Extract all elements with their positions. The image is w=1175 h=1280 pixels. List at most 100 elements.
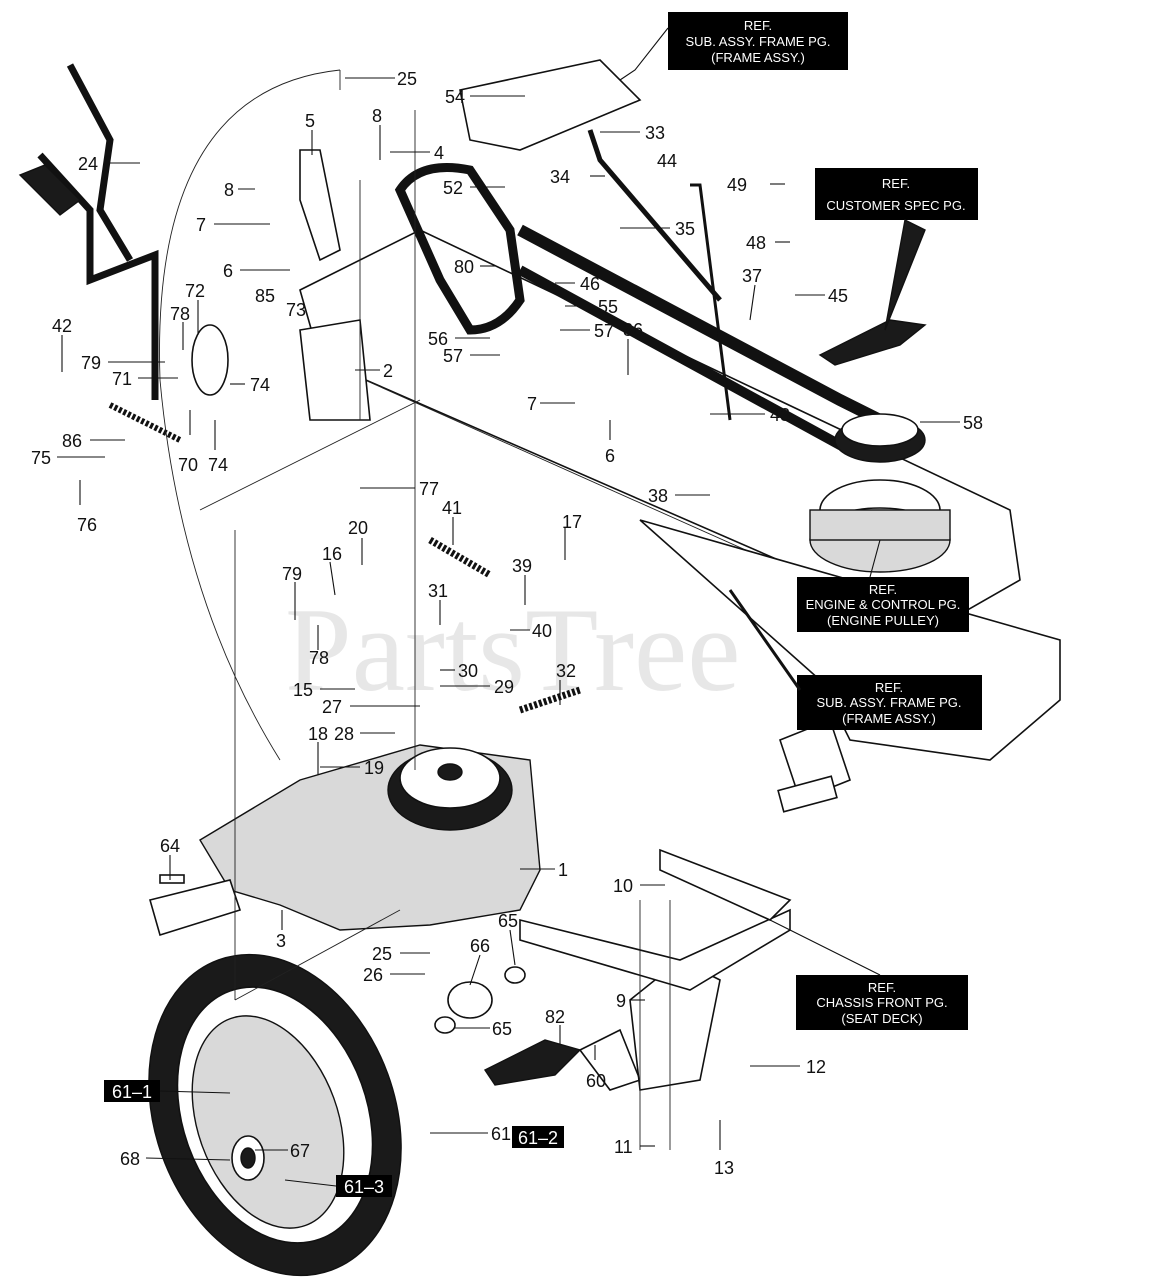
callout-49: 49: [727, 175, 747, 195]
callout-74: 74: [250, 375, 270, 395]
svg-text:61–3: 61–3: [344, 1177, 384, 1197]
svg-text:(FRAME ASSY.): (FRAME ASSY.): [842, 711, 936, 726]
callout-31: 31: [428, 581, 448, 601]
callout-17: 17: [562, 512, 582, 532]
callout-7b: 7: [527, 394, 537, 414]
ref-box-chassis-front: REF. CHASSIS FRONT PG. (SEAT DECK): [796, 975, 968, 1030]
callout-71: 71: [112, 369, 132, 389]
callout-86: 86: [62, 431, 82, 451]
callout-46: 46: [580, 274, 600, 294]
tag-61-3: 61–3: [336, 1175, 392, 1197]
svg-text:REF.: REF.: [882, 176, 910, 191]
svg-text:61–1: 61–1: [112, 1082, 152, 1102]
callout-73: 73: [286, 300, 306, 320]
callout-67: 67: [290, 1141, 310, 1161]
callout-55: 55: [598, 297, 618, 317]
callout-57b: 57: [443, 346, 463, 366]
svg-text:SUB. ASSY. FRAME PG.: SUB. ASSY. FRAME PG.: [817, 695, 962, 710]
ref-box-frame-top: REF. SUB. ASSY. FRAME PG. (FRAME ASSY.): [668, 12, 848, 70]
svg-text:CHASSIS FRONT PG.: CHASSIS FRONT PG.: [816, 995, 947, 1010]
mounting-plate: [459, 59, 642, 151]
callout-72: 72: [185, 281, 205, 301]
svg-text:(SEAT DECK): (SEAT DECK): [841, 1011, 922, 1026]
callout-13: 13: [714, 1158, 734, 1178]
callout-74b: 74: [208, 455, 228, 475]
ref-box-engine-control: REF. ENGINE & CONTROL PG. (ENGINE PULLEY…: [797, 577, 969, 632]
svg-text:ENGINE & CONTROL PG.: ENGINE & CONTROL PG.: [806, 597, 961, 612]
callout-32: 32: [556, 661, 576, 681]
callout-79: 79: [81, 353, 101, 373]
callout-38: 38: [648, 486, 668, 506]
svg-text:SUB. ASSY. FRAME PG.: SUB. ASSY. FRAME PG.: [686, 34, 831, 49]
callout-8: 8: [372, 106, 382, 126]
callout-4: 4: [434, 143, 444, 163]
callout-16: 16: [322, 544, 342, 564]
svg-text:61–2: 61–2: [518, 1128, 558, 1148]
watermark: PartsTree: [285, 583, 741, 716]
callout-30: 30: [458, 661, 478, 681]
ref-box-frame-mid: REF. SUB. ASSY. FRAME PG. (FRAME ASSY.): [797, 675, 982, 730]
callout-61: 61: [491, 1124, 511, 1144]
callout-44: 44: [657, 151, 677, 171]
callout-56: 56: [428, 329, 448, 349]
callout-79b: 79: [282, 564, 302, 584]
callout-41: 41: [442, 498, 462, 518]
callout-65: 65: [498, 911, 518, 931]
callout-11: 11: [614, 1137, 633, 1157]
upper-belt: [394, 163, 525, 335]
callouts: 25 54 8 5 4 33 44 34 49 52 24 8 7 35 48 …: [31, 69, 983, 1178]
callout-80: 80: [454, 257, 474, 277]
callout-2: 2: [383, 361, 393, 381]
callout-6: 6: [223, 261, 233, 281]
callout-10: 10: [613, 876, 633, 896]
tag-61-1: 61–1: [104, 1080, 160, 1102]
transaxle: [149, 744, 541, 937]
callout-27: 27: [322, 697, 342, 717]
svg-text:(ENGINE PULLEY): (ENGINE PULLEY): [827, 613, 939, 628]
callout-12: 12: [806, 1057, 826, 1077]
svg-text:REF.: REF.: [868, 980, 896, 995]
shift-levers: [18, 63, 732, 421]
svg-text:REF.: REF.: [869, 582, 897, 597]
callout-35: 35: [675, 219, 695, 239]
callout-68: 68: [120, 1149, 140, 1169]
callout-75: 75: [31, 448, 51, 468]
callout-19: 19: [364, 758, 384, 778]
callout-18: 18: [308, 724, 328, 744]
callout-58: 58: [963, 413, 983, 433]
engine-pulley: [809, 479, 951, 573]
callout-52: 52: [443, 178, 463, 198]
callout-40: 40: [532, 621, 552, 641]
callout-42: 42: [52, 316, 72, 336]
callout-77: 77: [419, 479, 439, 499]
callout-54: 54: [445, 87, 465, 107]
callout-70: 70: [178, 455, 198, 475]
callout-3: 3: [276, 931, 286, 951]
svg-text:CUSTOMER SPEC PG.: CUSTOMER SPEC PG.: [826, 198, 965, 213]
callout-48: 48: [746, 233, 766, 253]
callout-25: 25: [397, 69, 417, 89]
svg-text:REF.: REF.: [875, 680, 903, 695]
callout-39: 39: [512, 556, 532, 576]
callout-33: 33: [645, 123, 665, 143]
callout-45: 45: [828, 286, 848, 306]
callout-82: 82: [545, 1007, 565, 1027]
callout-66: 66: [470, 936, 490, 956]
callout-78b: 78: [309, 648, 329, 668]
callout-24: 24: [78, 154, 98, 174]
callout-25b: 25: [372, 944, 392, 964]
callout-20: 20: [348, 518, 368, 538]
callout-76: 76: [77, 515, 97, 535]
callout-60: 60: [586, 1071, 606, 1091]
callout-5: 5: [305, 111, 315, 131]
tag-61-2: 61–2: [512, 1126, 564, 1148]
callout-78: 78: [170, 304, 190, 324]
callout-6b: 6: [605, 446, 615, 466]
callout-9: 9: [616, 991, 626, 1011]
drive-belt: [517, 224, 926, 463]
callout-34: 34: [550, 167, 570, 187]
pedals: [483, 319, 927, 1091]
callout-65b: 65: [492, 1019, 512, 1039]
callout-28: 28: [334, 724, 354, 744]
